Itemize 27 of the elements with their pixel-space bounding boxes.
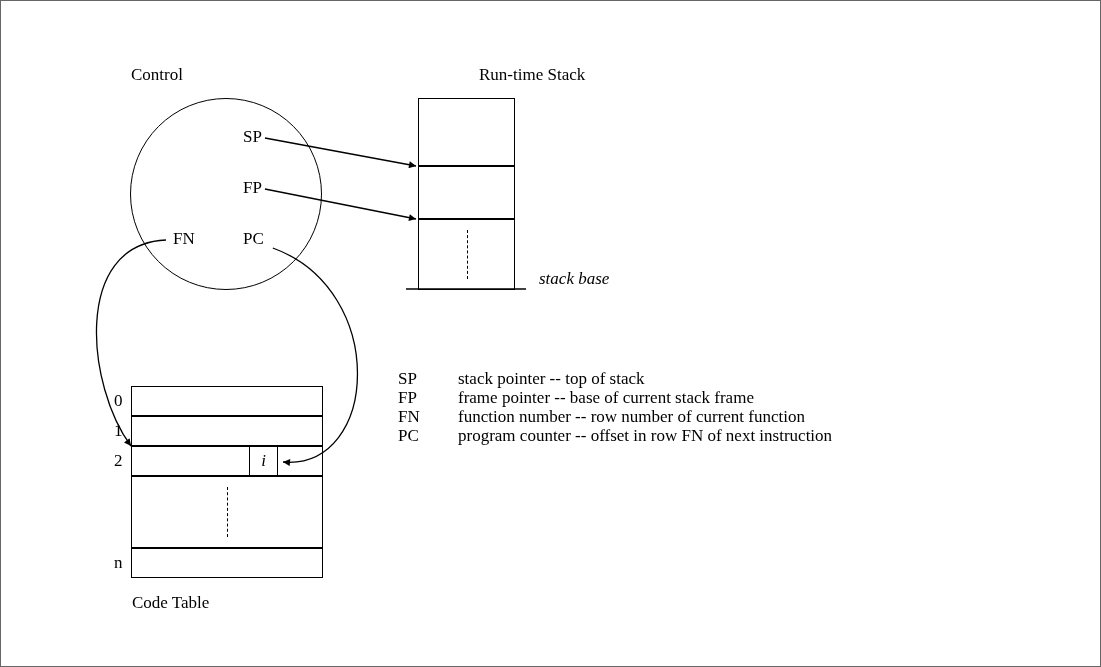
table-row bbox=[131, 476, 323, 548]
register-label: FN bbox=[173, 229, 195, 249]
arrow bbox=[264, 188, 417, 222]
stack-title: Run-time Stack bbox=[479, 65, 586, 85]
control-title: Control bbox=[131, 65, 183, 85]
register-label: PC bbox=[243, 229, 264, 249]
stack-frame-cell bbox=[418, 166, 515, 219]
instruction-letter: i bbox=[260, 451, 267, 471]
abbreviation-description: function number -- row number of current function bbox=[458, 407, 805, 427]
register-label: SP bbox=[243, 127, 262, 147]
row-number: 0 bbox=[114, 391, 123, 411]
abbreviation: FN bbox=[398, 407, 420, 427]
arrow bbox=[272, 247, 359, 465]
code-table-title: Code Table bbox=[132, 593, 210, 613]
abbreviation-description: frame pointer -- base of current stack frame bbox=[458, 388, 754, 408]
abbreviation: PC bbox=[398, 426, 419, 446]
stack-base-label: stack base bbox=[539, 269, 610, 289]
arrow bbox=[96, 239, 167, 447]
abbreviation: FP bbox=[398, 388, 417, 408]
abbreviation-description: stack pointer -- top of stack bbox=[458, 369, 645, 389]
arrow bbox=[264, 137, 417, 169]
instruction-cell bbox=[249, 446, 278, 476]
register-label: FP bbox=[243, 178, 262, 198]
row-number: n bbox=[114, 553, 123, 573]
abbreviation-description: program counter -- offset in row FN of next instruction bbox=[458, 426, 833, 446]
abbreviation: SP bbox=[398, 369, 417, 389]
row-number: 2 bbox=[114, 451, 123, 471]
